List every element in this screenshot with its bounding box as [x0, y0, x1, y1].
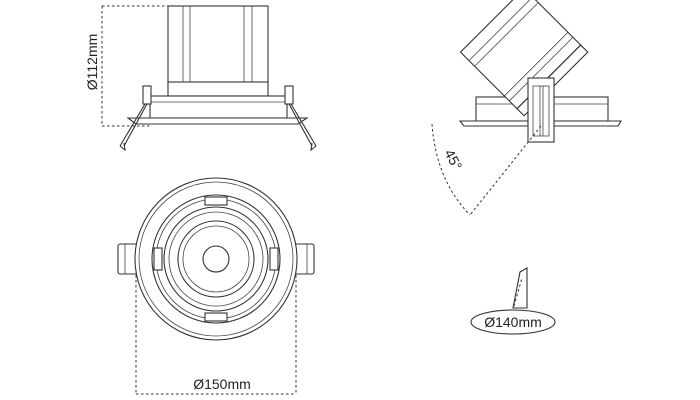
side-view-spring-clip-left [119, 85, 152, 152]
height-dimension: Ø112mm [84, 5, 168, 127]
cutout-diameter-label: Ø140mm [484, 314, 542, 330]
top-view-gimbal [153, 196, 279, 322]
outer-diameter-label: Ø150mm [193, 376, 251, 392]
side-view-spring-clip-right [284, 85, 317, 152]
top-view-tab-right [293, 243, 315, 275]
tilt-angle-label: 45° [441, 147, 465, 173]
side-view-trim [126, 95, 309, 125]
cutout-ellipse [470, 309, 556, 335]
height-dimension-label: Ø112mm [84, 34, 100, 91]
top-view: Ø150mm [117, 177, 315, 395]
tilt-view-bracket [527, 77, 555, 143]
side-view: Ø112mm [84, 5, 317, 152]
tilt-view: 45° [431, 0, 622, 216]
outer-diameter-dimension: Ø150mm [135, 270, 297, 395]
tilt-angle-dimension: 45° [431, 123, 542, 216]
top-view-lens [202, 245, 230, 273]
cutout-symbol: Ø140mm [470, 267, 556, 335]
side-view-housing [167, 5, 269, 97]
